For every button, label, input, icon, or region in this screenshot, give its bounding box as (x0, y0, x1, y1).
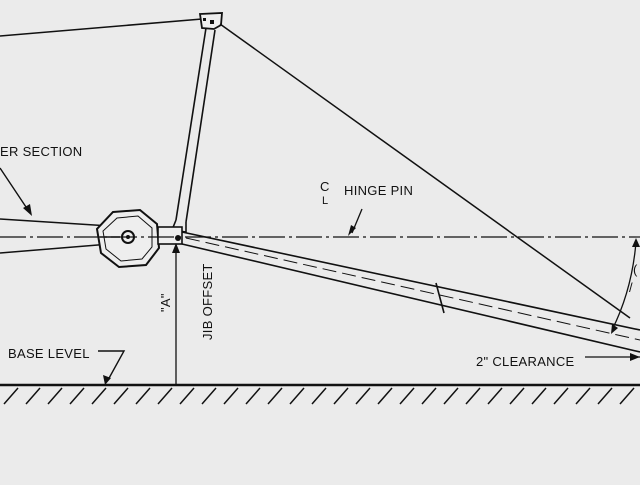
clearance-label: 2" CLEARANCE (476, 354, 575, 369)
section-label: ER SECTION (0, 144, 82, 159)
clearance-leader (585, 353, 640, 361)
section-leader (0, 167, 32, 216)
ground-hatch (421, 387, 437, 405)
ground-hatch (201, 387, 217, 405)
edge-mark-2: / (629, 280, 633, 295)
ground-hatch (509, 387, 525, 405)
dimension-a-label: "A" (158, 293, 173, 312)
angle-arc (611, 238, 640, 334)
ground-hatch (575, 387, 591, 405)
boom-left-section (0, 218, 111, 254)
ground-hatch (69, 387, 85, 405)
upper-boom-line (0, 18, 203, 37)
ground-hatch (113, 387, 129, 405)
top-pulley-block (198, 12, 223, 30)
ground-hatch (179, 387, 195, 405)
pendant-line (219, 23, 631, 319)
base-level-label: BASE LEVEL (8, 346, 90, 361)
hinge-block (157, 226, 183, 245)
hinge-pin-label: HINGE PIN (344, 183, 413, 198)
centerline-symbol-c: C (320, 179, 330, 194)
dimension-a-line (172, 243, 180, 385)
jib-boom (181, 231, 640, 353)
ground-hatch (597, 387, 613, 405)
base-level-leader (98, 350, 126, 385)
mast-strut (170, 27, 216, 233)
ground-hatch (3, 387, 19, 405)
ground-hatch (619, 387, 635, 405)
ground-hatch (399, 387, 415, 405)
ground-hatch (267, 387, 283, 405)
ground-hatch (91, 387, 107, 405)
hinge-pin-leader (348, 208, 363, 236)
ground-hatch (47, 387, 63, 405)
boom-hub (95, 208, 161, 269)
ground-hatch (377, 387, 393, 405)
centerline-symbol-l: L (322, 195, 328, 207)
ground-hatch (245, 387, 261, 405)
edge-mark-1: ( (633, 262, 638, 277)
ground-hatch (223, 387, 239, 405)
ground-hatch (465, 387, 481, 405)
ground-hatch (355, 387, 371, 405)
ground-hatch (443, 387, 459, 405)
ground-hatch (333, 387, 349, 405)
ground-hatch (553, 387, 569, 405)
ground-hatch (311, 387, 327, 405)
ground-base (0, 383, 640, 405)
ground-hatch (157, 387, 173, 405)
ground-hatch (487, 387, 503, 405)
ground-hatch (289, 387, 305, 405)
jib-offset-label: JIB OFFSET (200, 263, 215, 340)
ground-hatch (531, 387, 547, 405)
ground-hatch (135, 387, 151, 405)
ground-hatch (25, 387, 41, 405)
